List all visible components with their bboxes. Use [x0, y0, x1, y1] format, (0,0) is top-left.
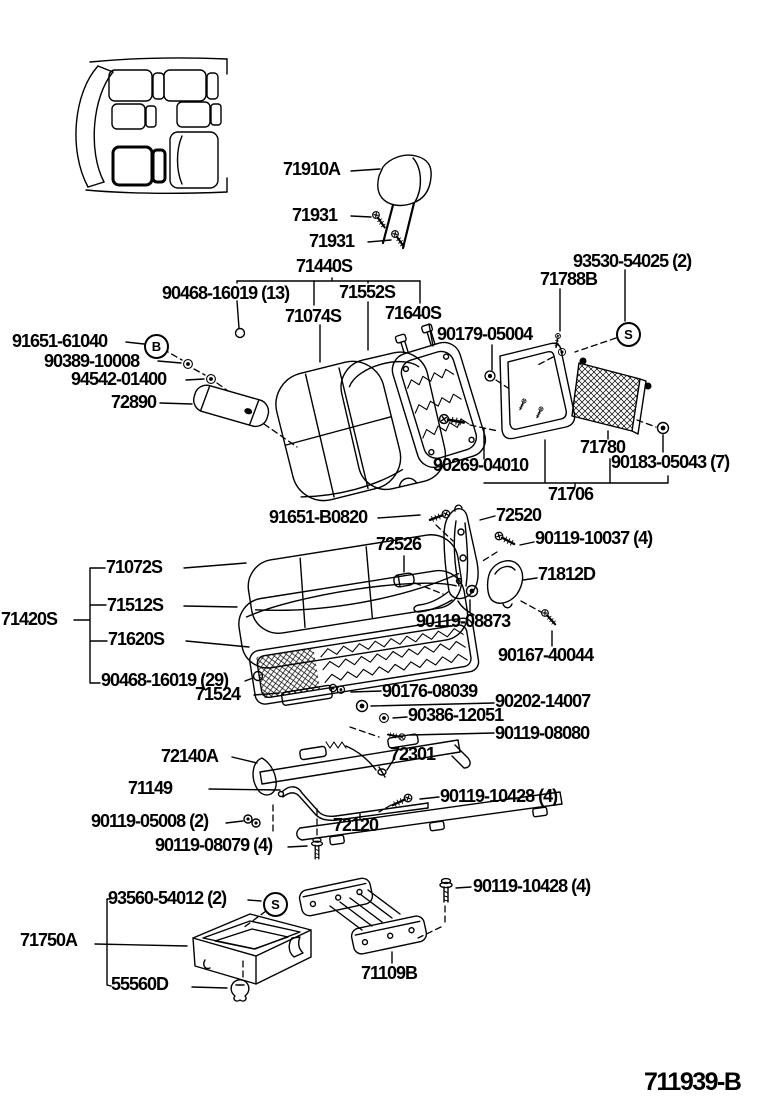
screw-icon	[534, 405, 545, 420]
nut-icon	[656, 421, 670, 435]
nut-icon	[379, 713, 389, 723]
part-label-72301: 72301	[390, 744, 436, 764]
recliner-shield-drawing	[486, 560, 524, 609]
screw-icon	[517, 397, 528, 412]
headrest-drawing	[377, 154, 432, 250]
part-label-90119-05008: 90119-05008 (2)	[91, 811, 209, 831]
nut-icon	[183, 359, 193, 369]
part-label-71640S: 71640S	[385, 303, 442, 323]
part-label-71109B: 71109B	[361, 963, 418, 983]
part-label-91651-B0820: 91651-B0820	[269, 507, 368, 527]
nut-icon	[206, 374, 216, 384]
part-label-91651-61040: 91651-61040	[12, 331, 108, 351]
screw-icon	[437, 412, 466, 429]
washer-icon	[243, 814, 261, 828]
part-label-90167-40044: 90167-40044	[498, 645, 594, 665]
headrest-support-pin-icon	[370, 209, 389, 231]
part-label-71524: 71524	[195, 684, 241, 704]
part-label-72140A: 72140A	[161, 746, 219, 766]
cushion-spring-pan-drawing	[249, 617, 480, 705]
part-label-71420S: 71420S	[1, 609, 58, 629]
part-label-90179-05004: 90179-05004	[437, 324, 533, 344]
seat-adjuster-drawing	[252, 733, 471, 796]
seatback-cover-drawing	[275, 360, 404, 502]
highlighted-front-seat	[111, 145, 167, 187]
part-label-90119-10428-2: 90119-10428 (4)	[473, 876, 591, 896]
callout-circle-S-bottom: S	[263, 892, 288, 917]
headrest-support-pin-icon	[389, 228, 408, 250]
part-label-90269-04010: 90269-04010	[433, 455, 529, 475]
callout-circle-S-top: S	[616, 322, 641, 347]
seat-box-drawing	[192, 913, 312, 985]
part-label-93560-54012: 93560-54012 (2)	[108, 888, 227, 908]
nut-icon	[465, 584, 479, 598]
lock-cable-drawing	[325, 741, 387, 778]
dashed-leader-lines	[162, 337, 657, 978]
part-label-71750A: 71750A	[20, 930, 78, 950]
handle-rod-drawing	[277, 786, 429, 822]
part-label-90176-08039: 90176-08039	[382, 681, 478, 701]
part-label-90386-12051: 90386-12051	[408, 705, 504, 725]
part-label-71780: 71780	[580, 437, 626, 457]
part-label-71812D: 71812D	[538, 564, 596, 584]
part-label-71072S: 71072S	[106, 557, 163, 577]
recliner-bracket-drawing	[413, 504, 479, 616]
clip-55560D-drawing	[230, 979, 250, 1002]
part-label-90202-14007: 90202-14007	[495, 691, 591, 711]
part-label-71931: 71931	[292, 205, 338, 225]
screw-icon	[492, 529, 518, 549]
part-label-93530-54025: 93530-54025 (2)	[573, 251, 692, 271]
seat-riser-drawing	[288, 877, 428, 958]
figure-code: 711939-B	[644, 1068, 742, 1096]
cushion-cover-drawing	[247, 534, 463, 634]
part-label-71149: 71149	[128, 778, 173, 798]
part-label-71512S: 71512S	[107, 595, 164, 615]
seatback-net-drawing	[571, 357, 652, 435]
bolt-icon	[427, 507, 453, 525]
seatback-frame-drawing	[391, 323, 487, 468]
part-label-71910A: 71910A	[283, 159, 341, 179]
seat-track-drawing	[296, 791, 563, 846]
part-label-90119-08080: 90119-08080	[495, 723, 590, 743]
nut-icon	[484, 370, 496, 382]
part-label-55560D: 55560D	[111, 974, 169, 994]
part-label-72120: 72120	[333, 815, 379, 835]
part-label-71074S: 71074S	[285, 306, 342, 326]
armrest-drawing	[192, 384, 270, 428]
screw-icon	[539, 607, 559, 628]
part-label-90119-08873: 90119-08873	[416, 611, 511, 631]
part-label-71931-2: 71931	[309, 231, 355, 251]
part-label-71552S: 71552S	[339, 282, 396, 302]
part-label-71788B: 71788B	[540, 269, 598, 289]
part-label-90119-10037: 90119-10037 (4)	[535, 528, 653, 548]
bolt-icon	[310, 837, 324, 860]
vehicle-seat-map	[75, 57, 228, 195]
part-label-72526: 72526	[376, 534, 422, 554]
leader-lines	[73, 168, 669, 989]
part-label-90183-05043: 90183-05043 (7)	[611, 452, 730, 472]
part-label-90119-10428: 90119-10428 (4)	[440, 786, 558, 806]
seatback-board-drawing	[499, 342, 576, 440]
part-label-72520: 72520	[496, 505, 542, 525]
part-label-71706: 71706	[548, 484, 594, 504]
part-label-71620S: 71620S	[108, 629, 165, 649]
callout-circle-B: B	[144, 334, 169, 359]
nut-icon	[355, 699, 369, 713]
ring-icon	[234, 327, 246, 339]
part-label-90468-16019-13: 90468-16019 (13)	[162, 283, 290, 303]
bolt-icon	[439, 877, 453, 903]
part-label-90468-16019-29: 90468-16019 (29)	[101, 670, 229, 690]
part-label-90119-08079: 90119-08079 (4)	[155, 835, 273, 855]
part-label-90389-10008: 90389-10008	[44, 351, 140, 371]
cushion-pad-drawing	[238, 569, 469, 669]
part-label-71440S: 71440S	[296, 256, 353, 276]
seatback-pad-drawing	[340, 351, 447, 491]
part-label-94542-01400: 94542-01400	[71, 369, 167, 389]
part-label-72890: 72890	[111, 392, 157, 412]
